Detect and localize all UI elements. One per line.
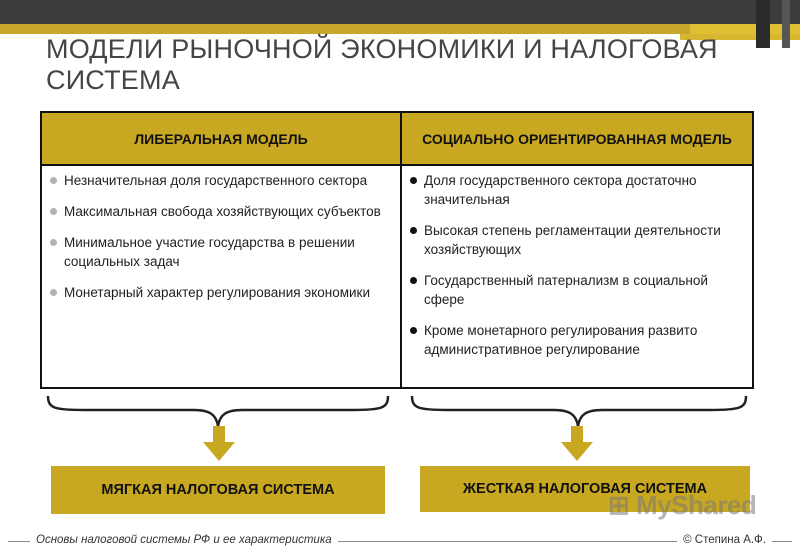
left-column-header: ЛИБЕРАЛЬНАЯ МОДЕЛЬ — [42, 113, 402, 166]
right-brace-icon — [410, 395, 748, 427]
watermark: ⊞ MyShared — [608, 490, 757, 520]
left-column: Незначительная доля государственного сек… — [50, 171, 390, 314]
top-dark-stripe-2 — [782, 0, 790, 48]
footer-caption: Основы налоговой системы РФ и ее характе… — [30, 534, 338, 546]
list-item: Максимальная свобода хозяйствующих субъе… — [50, 202, 390, 221]
right-column-header: СОЦИАЛЬНО ОРИЕНТИРОВАННАЯ МОДЕЛЬ — [402, 113, 752, 166]
list-item: Кроме монетарного регулирования развито … — [410, 321, 750, 359]
list-item: Государственный патернализм в социальной… — [410, 271, 750, 309]
top-decor-bar — [0, 0, 800, 28]
top-gold-stripe — [0, 24, 800, 34]
footer-author: © Степина А.Ф. — [677, 534, 772, 546]
hard-tax-system-box: ЖЕСТКАЯ НАЛОГОВАЯ СИСТЕМА — [420, 466, 750, 512]
bullet-icon — [410, 227, 417, 234]
list-item: Незначительная доля государственного сек… — [50, 171, 390, 190]
watermark-logo-icon: ⊞ — [608, 490, 637, 520]
bullet-icon — [410, 327, 417, 334]
slide-title: МОДЕЛИ РЫНОЧНОЙ ЭКОНОМИКИ И НАЛОГОВАЯ СИ… — [46, 34, 718, 95]
bullet-icon — [410, 177, 417, 184]
list-item: Минимальное участие государства в решени… — [50, 233, 390, 271]
right-down-arrow-icon — [561, 426, 593, 461]
right-column: Доля государственного сектора достаточно… — [410, 171, 750, 371]
bullet-icon — [50, 239, 57, 246]
list-item: Доля государственного сектора достаточно… — [410, 171, 750, 209]
footer-divider — [8, 541, 792, 542]
left-brace-icon — [46, 395, 390, 427]
bullet-icon — [50, 177, 57, 184]
bullet-icon — [50, 289, 57, 296]
left-down-arrow-icon — [203, 426, 235, 461]
list-item: Монетарный характер регулирования эконом… — [50, 283, 390, 302]
soft-tax-system-box: МЯГКАЯ НАЛОГОВАЯ СИСТЕМА — [51, 466, 385, 514]
top-gold-accent — [680, 34, 800, 40]
list-item: Высокая степень регламентации деятельнос… — [410, 221, 750, 259]
bullet-icon — [410, 277, 417, 284]
top-dark-stripe — [756, 0, 770, 48]
bullet-icon — [50, 208, 57, 215]
column-divider — [400, 166, 402, 389]
comparison-table: ЛИБЕРАЛЬНАЯ МОДЕЛЬ СОЦИАЛЬНО ОРИЕНТИРОВА… — [40, 111, 754, 389]
